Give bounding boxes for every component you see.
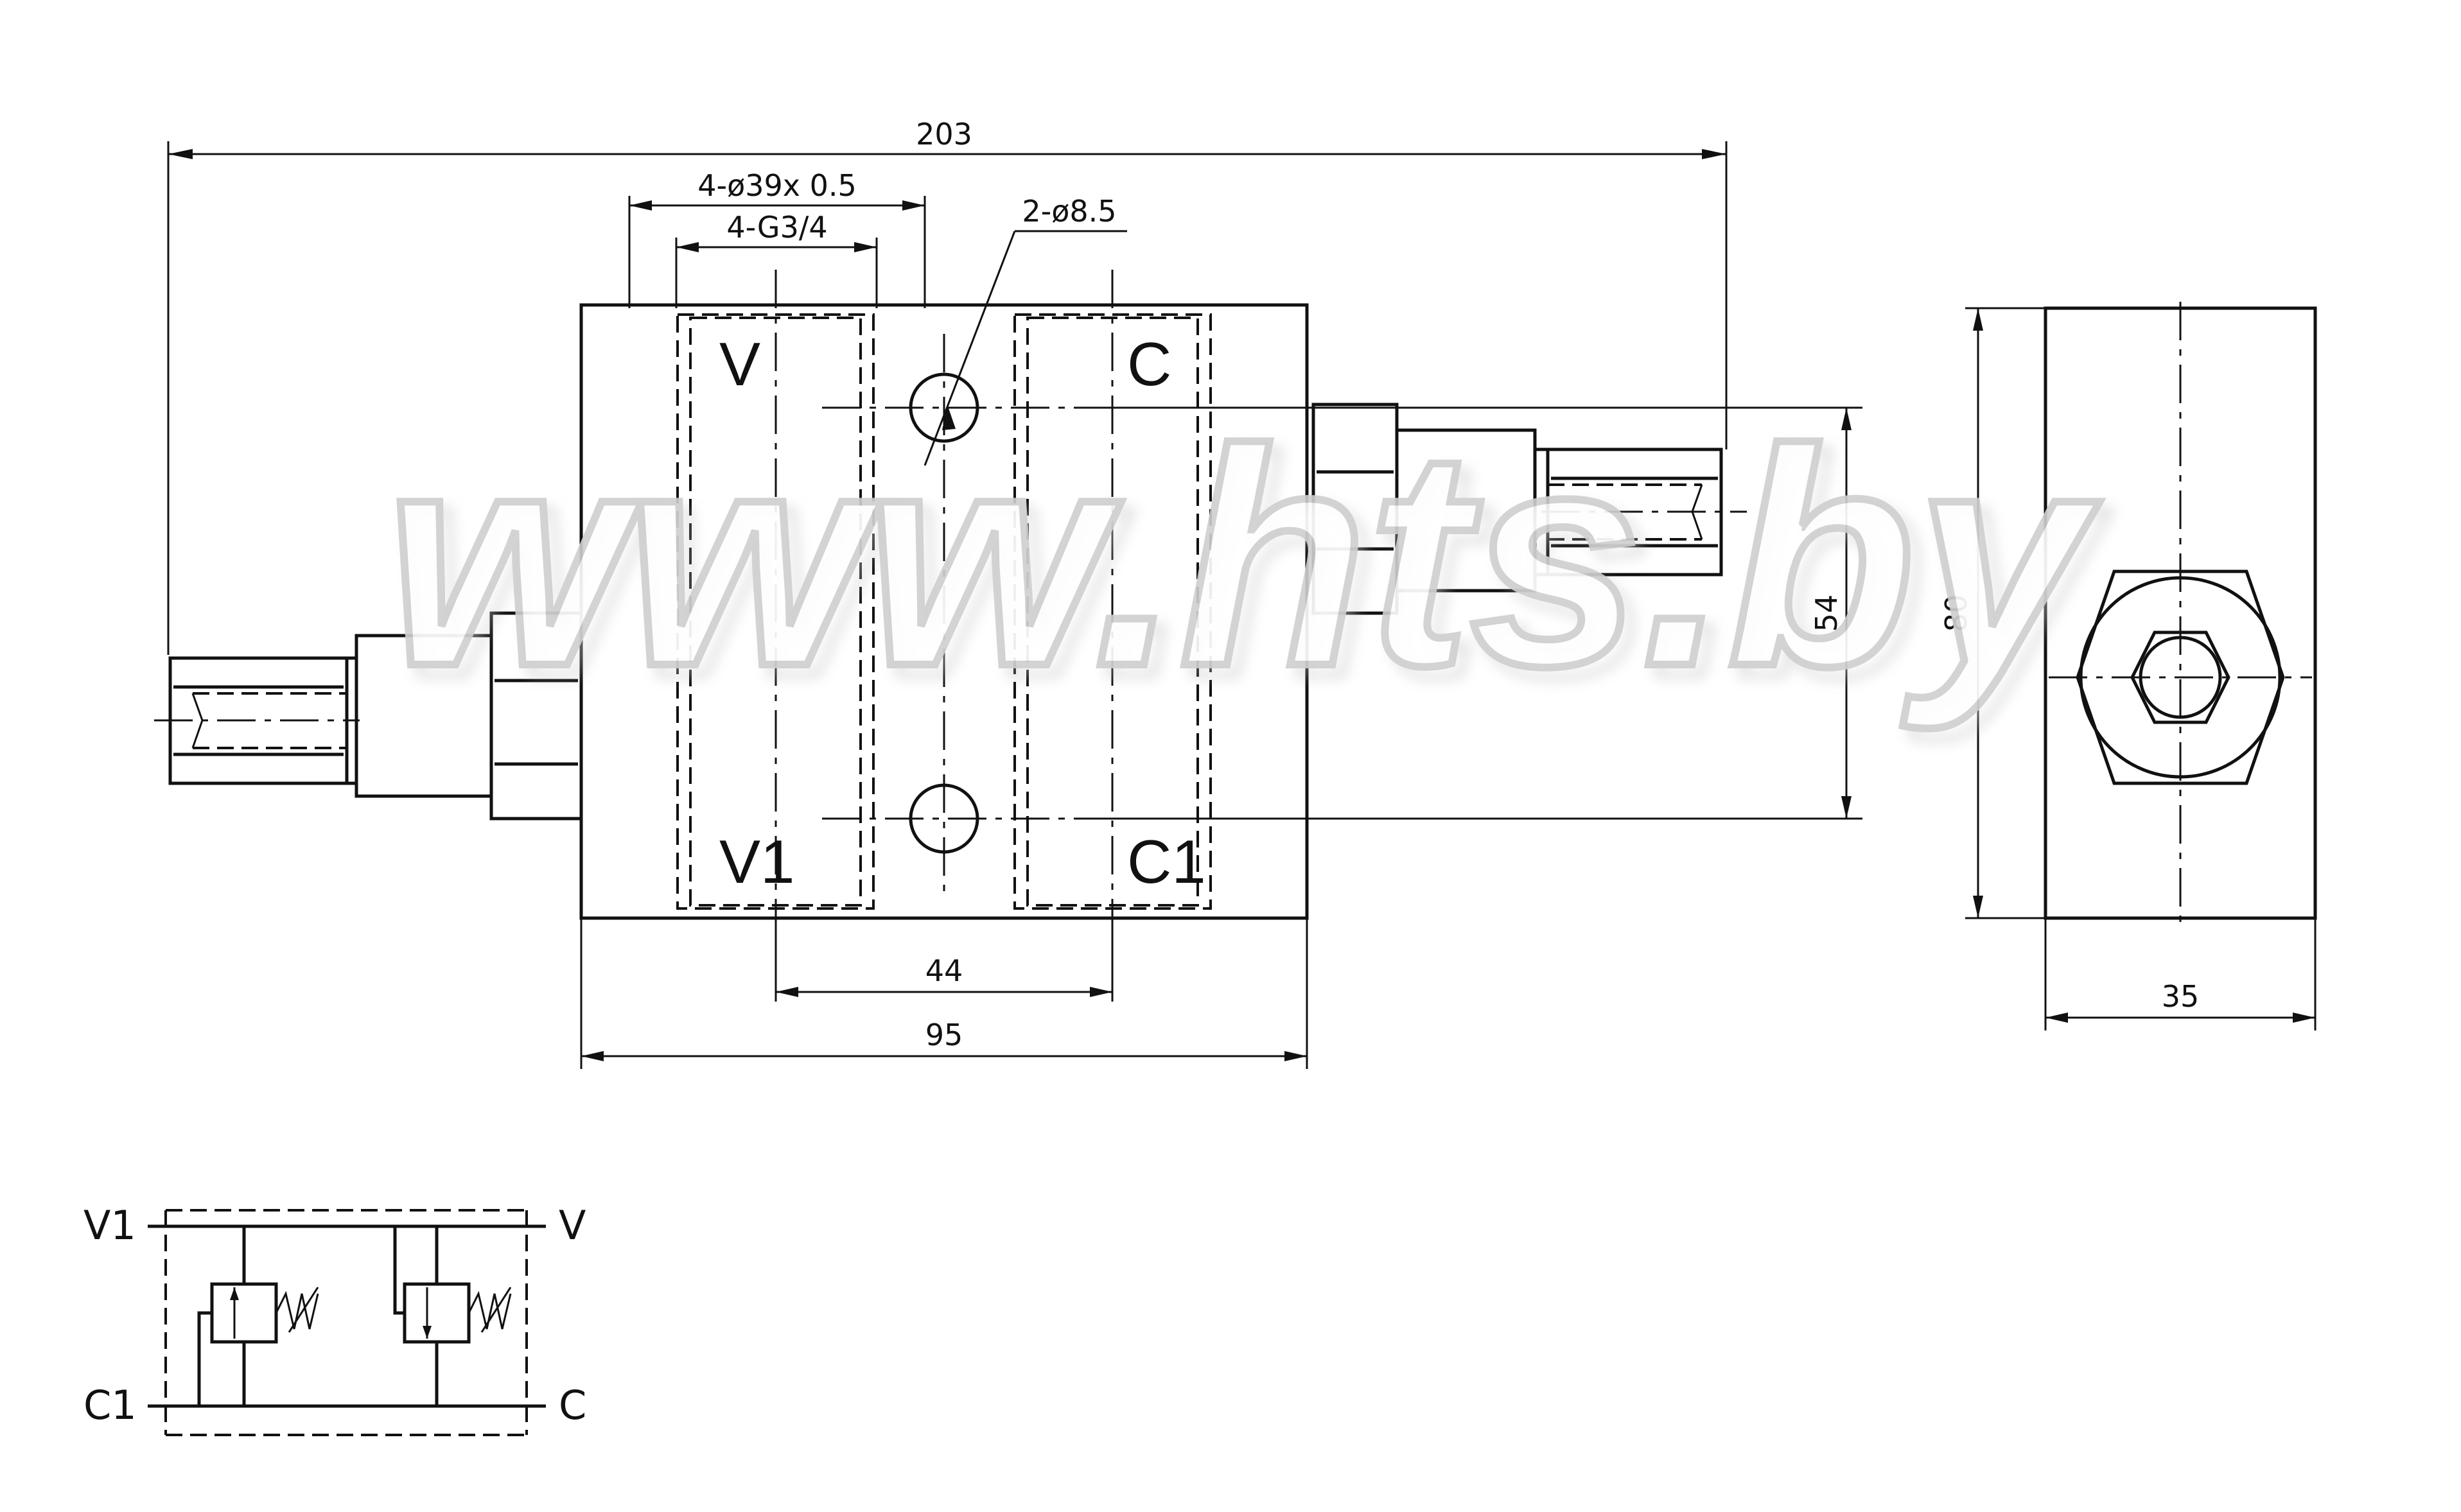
dim-thread: 4-G3/4 [726, 210, 827, 245]
watermark: www.hts.by www.hts.by [381, 381, 2117, 745]
port-label-c1: C1 [1127, 828, 1206, 896]
dim-body-length: 95 [925, 1018, 963, 1052]
side-view: 80 35 [1939, 302, 2317, 1030]
side-adjuster-hex [2130, 630, 2230, 724]
relief-valve-right [393, 1226, 512, 1406]
dim-counterbore: 4-ø39x 0.5 [697, 168, 857, 203]
dim-overall-length: 203 [916, 117, 972, 152]
right-cartridge [1311, 403, 1747, 615]
port-label-v1: V1 [719, 828, 794, 896]
port-label-c: C [1127, 330, 1171, 399]
hydraulic-schematic: V1 V C1 C [83, 1202, 586, 1436]
dim-mount-holes: 2-ø8.5 [1022, 194, 1116, 229]
dim-hole-spacing: 54 [1809, 595, 1844, 632]
relief-valve-left [197, 1226, 319, 1406]
mount-hole-bottom [909, 783, 979, 854]
dim-body-height: 80 [1939, 595, 1974, 632]
side-nut-face [2079, 576, 2282, 779]
schematic-label-c: C [559, 1382, 586, 1429]
side-nut-hex [2076, 569, 2285, 785]
port-label-v: V [719, 330, 760, 399]
dim-body-width: 35 [2162, 979, 2200, 1014]
dim-port-spacing: 44 [925, 953, 963, 988]
schematic-label-v: V [559, 1202, 586, 1249]
mount-hole-top [909, 372, 979, 443]
watermark-shadow: www.hts.by [395, 395, 2113, 742]
front-view: V C V1 C1 [154, 117, 1862, 1069]
schematic-label-c1: C1 [83, 1382, 137, 1429]
watermark-text: www.hts.by [385, 385, 2103, 732]
left-cartridge [154, 611, 583, 821]
leader-mount-holes [924, 230, 1016, 466]
schematic-label-v1: V1 [83, 1202, 136, 1249]
